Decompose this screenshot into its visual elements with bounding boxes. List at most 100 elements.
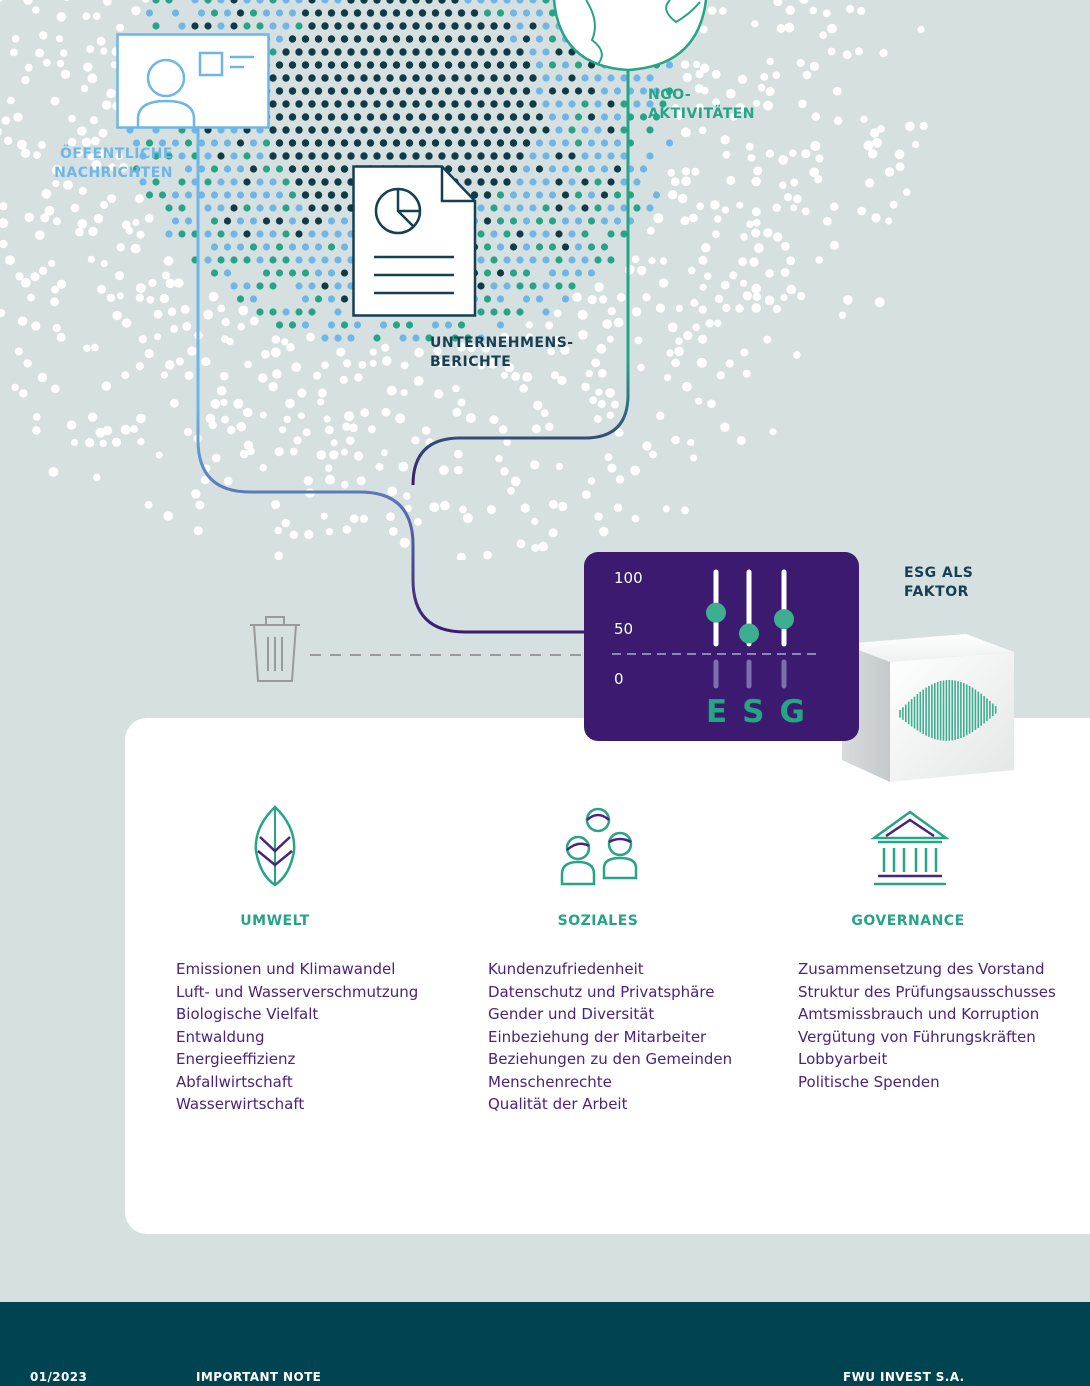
cloud-dot — [77, 126, 87, 136]
slider-handle-S[interactable] — [739, 623, 759, 644]
cloud-dot — [496, 139, 505, 147]
cloud-dot — [262, 243, 271, 251]
cloud-dot — [487, 358, 498, 369]
cloud-dot — [594, 512, 603, 521]
cloud-dot — [574, 139, 583, 147]
cloud-dot — [295, 126, 303, 134]
cloud-dot — [786, 284, 796, 295]
cloud-dot — [490, 74, 498, 82]
cloud-dot — [135, 283, 146, 294]
cloud-dot — [689, 213, 698, 223]
cloud-dot — [353, 321, 362, 329]
cloud-dot — [483, 87, 492, 95]
cloud-dot — [282, 22, 290, 30]
cloud-dot — [414, 347, 424, 358]
cloud-dot — [814, 175, 823, 184]
cloud-dot — [204, 204, 212, 212]
cloud-dot — [308, 256, 316, 264]
cloud-dot — [671, 358, 680, 368]
cloud-dot — [463, 513, 473, 524]
label-esg-factor: ESG ALS FAKTOR — [904, 565, 974, 600]
cloud-dot — [464, 178, 472, 186]
cloud-dot — [667, 322, 678, 333]
cloud-dot — [249, 295, 258, 303]
cloud-dot — [633, 204, 641, 212]
cloud-dot — [607, 178, 615, 186]
footer-important-note-link[interactable]: IMPORTANT NOTE — [196, 1370, 322, 1384]
cloud-dot — [481, 343, 491, 353]
cloud-dot — [600, 87, 609, 95]
cloud-dot — [578, 329, 588, 340]
cloud-dot — [121, 220, 131, 230]
cloud-dot — [288, 35, 297, 43]
cloud-dot — [496, 321, 505, 329]
list-item: Datenschutz und Privatsphäre — [488, 982, 715, 1001]
cloud-dot — [529, 22, 537, 30]
cloud-dot — [751, 176, 761, 187]
cloud-dot — [607, 230, 615, 238]
cloud-dot — [87, 255, 95, 263]
slider-handle-G[interactable] — [774, 609, 794, 630]
cloud-dot — [373, 74, 381, 82]
cloud-dot — [268, 381, 278, 392]
cloud-dot — [600, 191, 609, 199]
cloud-dot — [581, 178, 589, 186]
cloud-dot — [507, 487, 515, 495]
cloud-dot — [450, 360, 458, 368]
cloud-dot — [191, 489, 201, 499]
cloud-dot — [431, 113, 440, 121]
cloud-dot — [542, 282, 550, 290]
cloud-dot — [243, 407, 253, 418]
cloud-dot — [600, 139, 609, 147]
cloud-dot — [146, 296, 155, 304]
cloud-dot — [221, 318, 230, 327]
cloud-dot — [503, 308, 511, 316]
cloud-dot — [32, 426, 41, 435]
cloud-dot — [444, 113, 453, 121]
cloud-dot — [274, 551, 283, 560]
cloud-dot — [269, 204, 277, 212]
list-item: Einbeziehung der Mitarbeiter — [488, 1027, 707, 1046]
cloud-dot — [210, 165, 219, 173]
cloud-dot — [103, 0, 112, 6]
cloud-dot — [905, 121, 915, 132]
cloud-dot — [489, 415, 499, 424]
list-item: Luft- und Wasserverschmutzung — [176, 982, 419, 1001]
cloud-dot — [503, 22, 511, 30]
cloud-dot — [152, 22, 160, 30]
cloud-dot — [174, 278, 184, 288]
cloud-dot — [457, 398, 466, 407]
cloud-dot — [330, 439, 338, 447]
cloud-dot — [516, 282, 524, 290]
cloud-dot — [327, 87, 336, 95]
cloud-dot — [340, 243, 349, 251]
cloud-dot — [77, 219, 88, 229]
cloud-dot — [392, 9, 401, 17]
list-item: Qualität der Arbeit — [488, 1095, 628, 1113]
cloud-dot — [178, 152, 186, 160]
cloud-dot — [509, 243, 518, 251]
cloud-dot — [470, 87, 479, 95]
cloud-dot — [82, 12, 91, 20]
cloud-dot — [600, 217, 609, 225]
cloud-dot — [765, 269, 774, 278]
cloud-dot — [158, 191, 167, 199]
column-title-environment: UMWELT — [240, 913, 310, 929]
cloud-dot — [695, 397, 703, 405]
cloud-dot — [607, 463, 617, 473]
cloud-dot — [606, 411, 614, 419]
cloud-dot — [421, 426, 431, 435]
cloud-dot — [801, 149, 811, 159]
cloud-dot — [895, 162, 905, 172]
cloud-dot — [477, 126, 485, 134]
cloud-dot — [529, 256, 537, 264]
cloud-dot — [373, 100, 381, 108]
cloud-dot — [587, 217, 596, 225]
cloud-dot — [336, 347, 346, 357]
cloud-dot — [375, 462, 384, 471]
slider-handle-E[interactable] — [706, 602, 726, 623]
esg-letters: ESG — [706, 694, 820, 730]
cloud-dot — [70, 203, 80, 213]
cloud-dot — [464, 0, 472, 4]
cloud-dot — [386, 22, 394, 30]
